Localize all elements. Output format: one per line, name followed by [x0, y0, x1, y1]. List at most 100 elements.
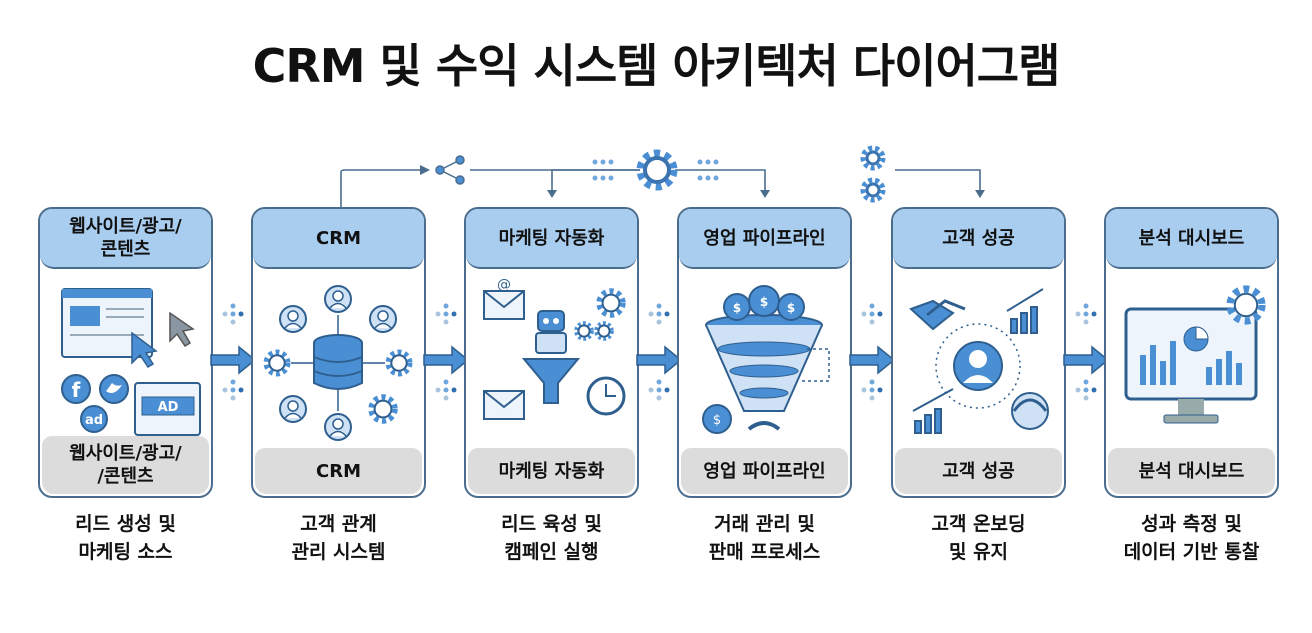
gear-icon	[368, 394, 398, 424]
money-bag-icon: $	[702, 404, 732, 434]
connector-line	[551, 169, 640, 192]
sales-funnel-icon: $ $ $ $	[702, 285, 830, 434]
data-dots-icon	[222, 303, 244, 325]
flow-arrow-icon	[1063, 345, 1110, 375]
email-icon: @	[483, 277, 525, 320]
user-avatar-icon	[324, 413, 352, 441]
funnel-icon	[521, 358, 581, 404]
gear-icon	[574, 321, 594, 341]
database-hub-icon	[263, 285, 413, 441]
dashboard-monitor-icon	[1124, 285, 1266, 424]
flow-arrow-icon	[210, 345, 257, 375]
stage-card-lead-sources: 웹사이트/광고/ 콘텐츠 f ad AD 웹사이트/광고/ /콘텐츠	[38, 207, 213, 498]
svg-text:$: $	[713, 413, 721, 428]
pie-chart-icon	[1183, 326, 1209, 352]
customer-success-icon	[909, 288, 1049, 434]
stage-footer: 마케팅 자동화	[468, 448, 635, 494]
svg-text:@: @	[497, 277, 511, 293]
stage-footer-label: 고객 성공	[942, 460, 1015, 482]
stage-card-sales-pipeline: 영업 파이프라인 $ $ $ $ 영업 파이프라인	[677, 207, 852, 498]
flow-arrow-icon	[423, 345, 470, 375]
growth-chart-icon	[1006, 288, 1044, 334]
support-agent-icon	[1011, 392, 1049, 430]
svg-text:ad: ad	[85, 413, 103, 428]
stage-footer: CRM	[255, 448, 422, 494]
stage-footer: 영업 파이프라인	[681, 448, 848, 494]
handshake-icon	[909, 299, 966, 331]
gear-icon	[263, 349, 291, 377]
stage-header: 웹사이트/광고/ 콘텐츠	[40, 209, 211, 269]
database-icon	[313, 334, 363, 390]
gear-icon	[860, 145, 886, 171]
stage-footer: 웹사이트/광고/ /콘텐츠	[42, 436, 209, 494]
data-dots-icon	[648, 303, 670, 325]
clock-icon	[586, 376, 626, 416]
monitor-icon	[1124, 307, 1258, 424]
svg-text:$: $	[760, 295, 768, 309]
facebook-icon: f	[61, 374, 91, 404]
data-dots-icon	[222, 379, 244, 401]
stage-header: 마케팅 자동화	[466, 209, 637, 269]
money-bag-icon	[723, 285, 805, 321]
gear-icon	[1226, 285, 1266, 325]
stage-caption: 고객 관계 관리 시스템	[291, 513, 386, 563]
stage-caption: 리드 육성 및 캠페인 실행	[501, 513, 602, 563]
data-dots-icon	[1075, 379, 1097, 401]
bar-chart-icon	[1140, 341, 1242, 385]
stage-footer-label: 마케팅 자동화	[498, 460, 605, 482]
user-avatar-icon	[279, 305, 307, 333]
stage-footer-label: CRM	[316, 460, 361, 482]
stage-caption: 거래 관리 및 판매 프로세스	[708, 513, 821, 563]
cursor-icon	[131, 331, 158, 369]
stage-header-label: CRM	[316, 227, 361, 249]
flow-arrow-icon	[636, 345, 683, 375]
stage-footer: 고객 성공	[895, 448, 1062, 494]
gear-icon	[636, 149, 678, 191]
svg-text:AD: AD	[158, 400, 179, 415]
stage-card-crm: CRM CRM	[251, 207, 426, 498]
handshake-icon	[747, 421, 781, 431]
stage-footer-label: 분석 대시보드	[1138, 460, 1245, 482]
stage-footer-label: 영업 파이프라인	[703, 460, 826, 482]
stage-card-marketing-automation: 마케팅 자동화 @ 마케팅 자동화	[464, 207, 639, 498]
gear-icon	[385, 349, 413, 377]
stage-footer: 분석 대시보드	[1108, 448, 1275, 494]
gear-icon	[596, 288, 626, 318]
stage-caption: 성과 측정 및 데이터 기반 통찰	[1123, 513, 1260, 563]
ad-banner-icon: AD	[134, 382, 201, 436]
stage-header: 고객 성공	[893, 209, 1064, 269]
growth-chart-icon	[912, 388, 954, 434]
data-dots-icon	[435, 379, 457, 401]
stage-card-analytics-dashboard: 분석 대시보드 분석 대시보드	[1104, 207, 1279, 498]
robot-icon	[535, 310, 567, 354]
user-avatar-icon	[369, 305, 397, 333]
user-avatar-icon	[279, 395, 307, 423]
ad-badge-icon: ad	[80, 405, 108, 433]
data-dots-icon	[435, 303, 457, 325]
stage-caption: 고객 온보딩 및 유지	[931, 513, 1026, 563]
email-icon	[483, 390, 525, 420]
connector-line	[470, 169, 766, 192]
stage-footer-label: 웹사이트/광고/ /콘텐츠	[69, 443, 182, 487]
stage-header-label: 고객 성공	[942, 227, 1015, 249]
svg-text:$: $	[787, 301, 795, 315]
stage-caption: 리드 생성 및 마케팅 소스	[75, 513, 176, 563]
stage-header-label: 분석 대시보드	[1138, 227, 1245, 249]
stage-header: 영업 파이프라인	[679, 209, 850, 269]
flow-arrow-icon	[849, 345, 896, 375]
svg-text:$: $	[733, 301, 741, 315]
stage-header: 분석 대시보드	[1106, 209, 1277, 269]
stage-header-label: 영업 파이프라인	[703, 227, 826, 249]
gear-icon	[860, 177, 886, 203]
svg-text:f: f	[72, 378, 81, 402]
page-title: CRM 및 수익 시스템 아키텍처 다이어그램	[252, 39, 1061, 93]
connector-line	[340, 169, 425, 207]
robot-funnel-icon: @	[483, 277, 626, 420]
connector-line	[895, 169, 981, 192]
stage-card-customer-success: 고객 성공 고객 성공	[891, 207, 1066, 498]
data-dots-icon	[861, 303, 883, 325]
customer-avatar-icon	[953, 341, 1003, 391]
gear-icon	[594, 321, 614, 341]
data-dots-icon	[648, 379, 670, 401]
data-sync-connectors	[340, 145, 985, 207]
